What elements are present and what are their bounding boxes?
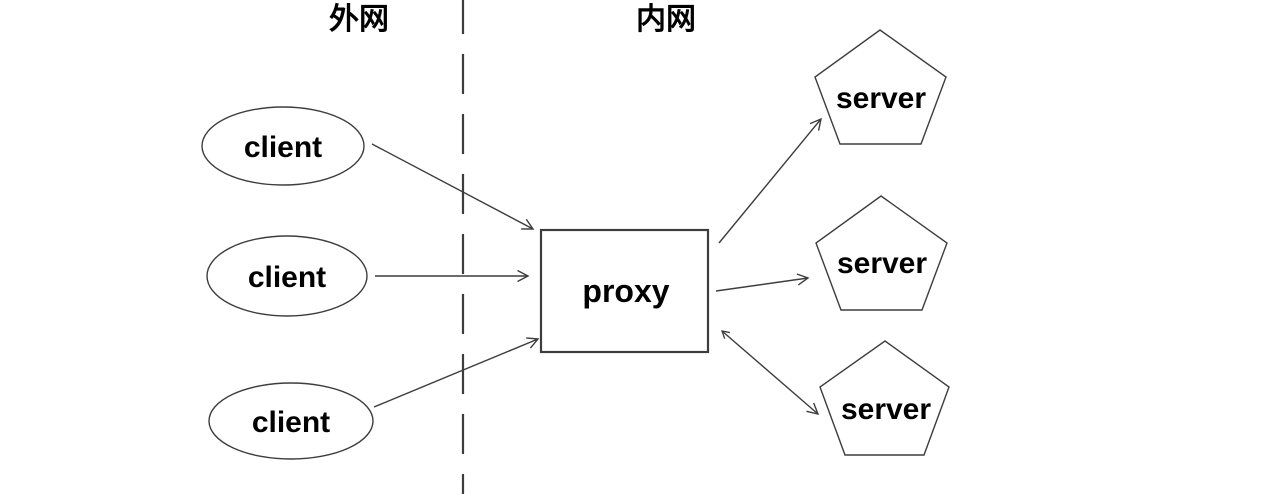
server-1-label: server [836,82,926,115]
client-3-ellipse [208,382,374,460]
internal-network-label: 内网 [636,3,696,36]
client-3-label: client [252,406,330,439]
proxy-rect [539,228,710,354]
proxy-label: proxy [582,273,669,309]
arrow-client3-to-proxy [373,337,540,408]
client-node-1: client [201,106,365,186]
arrow-proxy-to-server1 [718,117,822,244]
arrow-proxy-to-server2 [715,273,810,292]
client-2-ellipse [206,235,368,317]
arrow-proxy-server3-two-way [721,330,820,415]
server-3-pentagon [819,340,950,456]
server-node-2: server [815,195,948,311]
server-3-label: server [841,393,931,426]
server-1-pentagon [814,29,947,145]
client-1-label: client [244,131,322,164]
client-node-3: client [208,382,374,460]
client-1-ellipse [201,106,365,186]
server-2-pentagon [815,195,948,311]
arrow-client1-to-proxy [371,143,535,230]
server-2-label: server [837,247,927,280]
client-2-label: client [248,261,326,294]
proxy-node: proxy [539,228,710,354]
external-network-label: 外网 [329,3,389,36]
server-node-3: server [819,340,950,456]
client-node-2: client [206,235,368,317]
server-node-1: server [814,29,947,145]
